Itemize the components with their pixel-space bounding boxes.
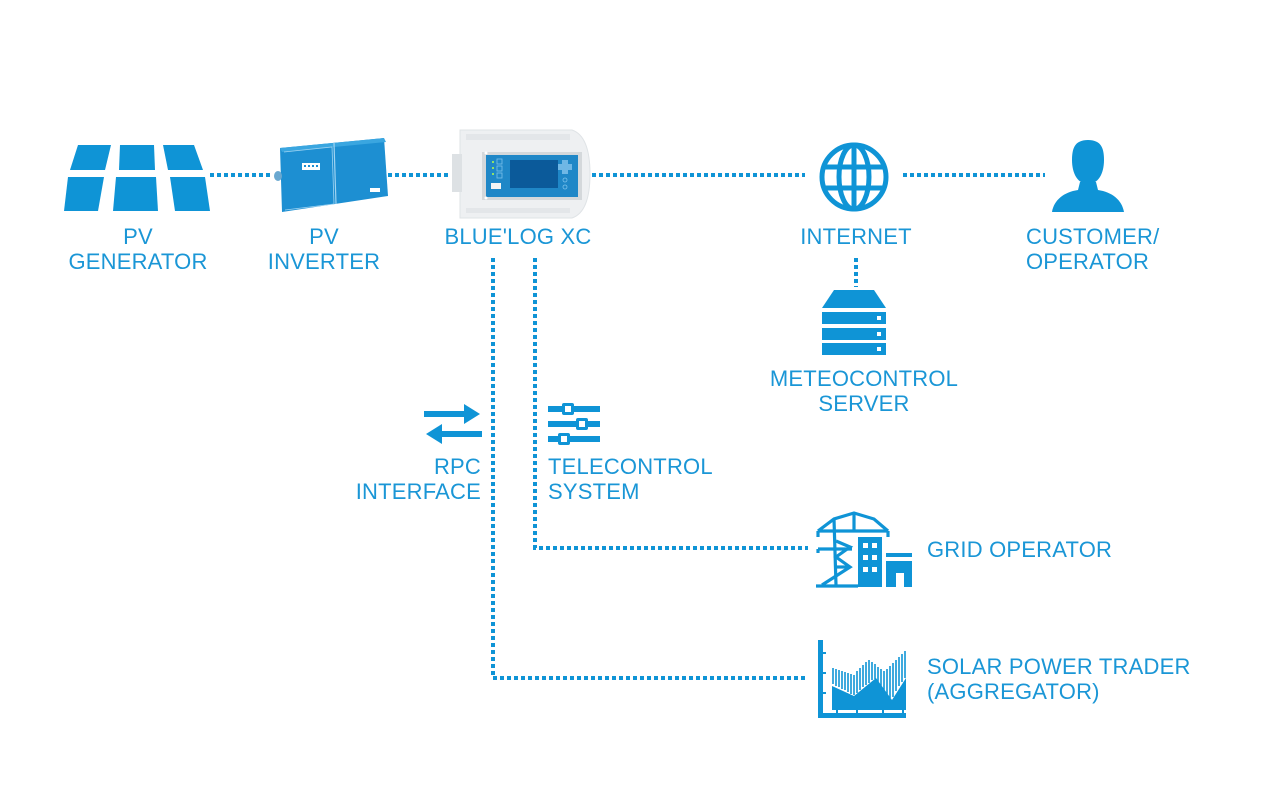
label-rpc-interface: RPC INTERFACE xyxy=(300,454,481,504)
label-line: SYSTEM xyxy=(548,479,640,504)
label-line: SERVER xyxy=(818,391,910,416)
label-line: GRID OPERATOR xyxy=(927,537,1113,562)
power-pylon-building-icon xyxy=(816,511,912,588)
connector-bluelog-grid-operator xyxy=(533,258,808,550)
label-line: INTERFACE xyxy=(355,479,481,504)
label-pv-inverter: PV INVERTER xyxy=(250,224,398,274)
user-icon xyxy=(1052,140,1124,212)
label-line: INTERNET xyxy=(800,224,912,249)
label-line: PV xyxy=(123,224,153,249)
label-line: TELECONTROL xyxy=(548,454,713,479)
label-pv-generator: PV GENERATOR xyxy=(40,224,236,274)
label-line: PV xyxy=(309,224,339,249)
connector-bluelog-solar-trader xyxy=(491,258,808,680)
exchange-arrows-icon xyxy=(424,404,482,444)
label-internet: INTERNET xyxy=(770,224,942,249)
label-line: CUSTOMER/ xyxy=(1026,224,1160,249)
area-chart-icon xyxy=(818,640,906,718)
label-line: BLUE'LOG XC xyxy=(444,224,592,249)
label-line: RPC xyxy=(433,454,481,479)
label-line: GENERATOR xyxy=(68,249,208,274)
label-line: SOLAR POWER TRADER xyxy=(927,654,1191,679)
label-grid-operator: GRID OPERATOR xyxy=(927,537,1187,562)
globe-icon xyxy=(819,142,889,212)
label-line: METEOCONTROL xyxy=(769,366,959,391)
sliders-icon xyxy=(548,403,600,445)
inverter-icon xyxy=(274,138,388,212)
solar-panel-icon xyxy=(64,145,210,211)
label-customer-operator: CUSTOMER/ OPERATOR xyxy=(1026,224,1226,274)
label-line: INVERTER xyxy=(267,249,381,274)
label-line: OPERATOR xyxy=(1026,249,1150,274)
label-bluelog: BLUE'LOG XC xyxy=(420,224,616,249)
datalogger-device-icon xyxy=(452,129,591,219)
label-telecontrol-system: TELECONTROL SYSTEM xyxy=(548,454,768,504)
label-solar-power-trader: SOLAR POWER TRADER (AGGREGATOR) xyxy=(927,654,1247,704)
label-line: (AGGREGATOR) xyxy=(927,679,1100,704)
server-icon xyxy=(822,290,886,355)
label-meteocontrol-server: METEOCONTROL SERVER xyxy=(744,366,984,416)
